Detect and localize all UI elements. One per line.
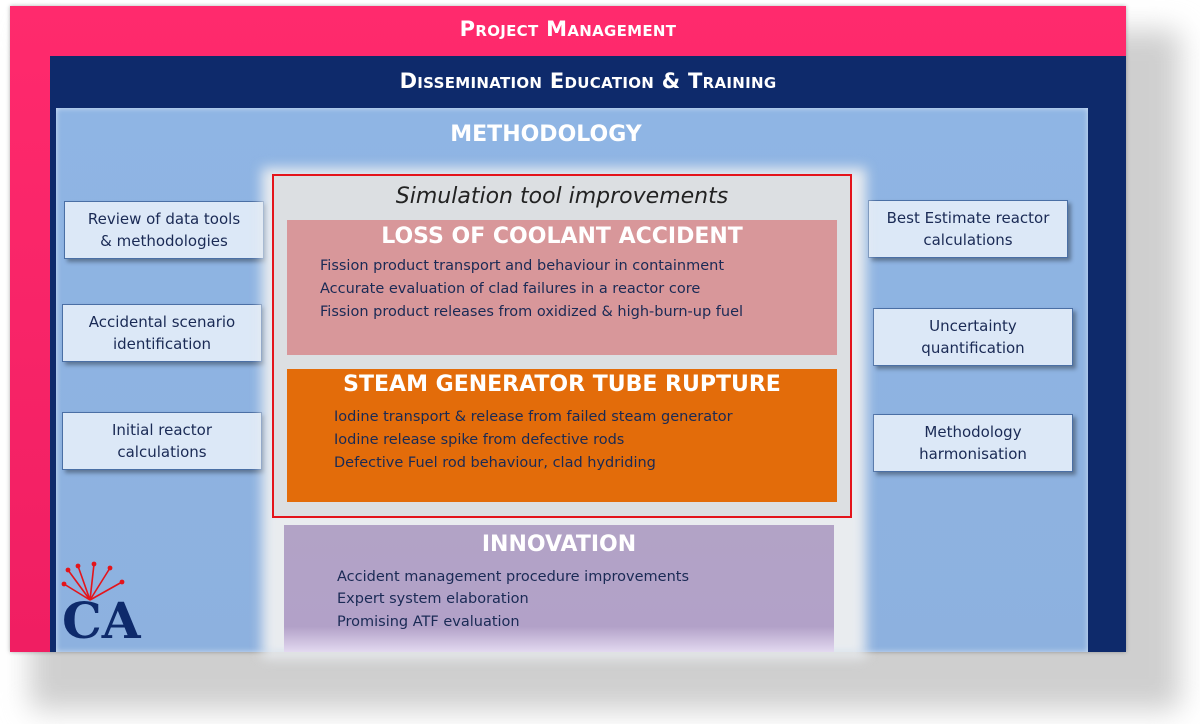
box-line: Uncertainty <box>929 317 1017 335</box>
simulation-title: Simulation tool improvements <box>395 184 729 209</box>
sgtr-title: STEAM GENERATOR TUBE RUPTURE <box>343 372 781 397</box>
logo-text: CA <box>62 591 142 644</box>
sgtr-box <box>287 369 837 502</box>
innovation-title: INNOVATION <box>481 532 637 557</box>
dissemination-title: Dissemination Education & Training <box>399 69 777 93</box>
sgtr-item: Iodine transport & release from failed s… <box>334 409 733 425</box>
innovation-box <box>284 525 834 652</box>
loca-title: LOSS OF COOLANT ACCIDENT <box>381 224 743 249</box>
box-line: calculations <box>117 443 207 461</box>
review-data-tools-box: Review of data tools & methodologies <box>64 201 264 259</box>
box-line: Best Estimate reactor <box>886 209 1050 227</box>
box-line: Methodology <box>924 423 1022 441</box>
project-management-title: Project Management <box>459 17 677 41</box>
box-line: calculations <box>923 231 1013 249</box>
box-line: Review of data tools <box>87 210 241 228</box>
box-line: Accidental scenario <box>88 313 236 331</box>
methodology-harmonisation-box: Methodology harmonisation <box>873 414 1073 472</box>
box-line: & methodologies <box>100 232 228 250</box>
innovation-item: Accident management procedure improvemen… <box>337 569 690 585</box>
box-line: identification <box>112 335 212 353</box>
uncertainty-box: Uncertainty quantification <box>873 308 1073 366</box>
loca-box <box>287 220 837 355</box>
methodology-title: METHODOLOGY <box>450 121 642 147</box>
ca-logo-icon: CA <box>61 561 142 644</box>
box-line: harmonisation <box>919 445 1027 463</box>
loca-item: Fission product transport and behaviour … <box>320 258 725 274</box>
loca-item: Fission product releases from oxidized &… <box>320 304 744 320</box>
initial-reactor-box: Initial reactor calculations <box>62 412 262 470</box>
accidental-scenario-box: Accidental scenario identification <box>62 304 262 362</box>
sgtr-item: Iodine release spike from defective rods <box>334 432 625 448</box>
loca-item: Accurate evaluation of clad failures in … <box>320 281 701 297</box>
best-estimate-box: Best Estimate reactor calculations <box>868 200 1068 258</box>
box-line: quantification <box>921 339 1025 357</box>
box-line: Initial reactor <box>111 421 212 439</box>
sgtr-item: Defective Fuel rod behaviour, clad hydri… <box>334 455 656 471</box>
innovation-item: Expert system elaboration <box>337 591 529 607</box>
innovation-item: Promising ATF evaluation <box>337 614 520 630</box>
